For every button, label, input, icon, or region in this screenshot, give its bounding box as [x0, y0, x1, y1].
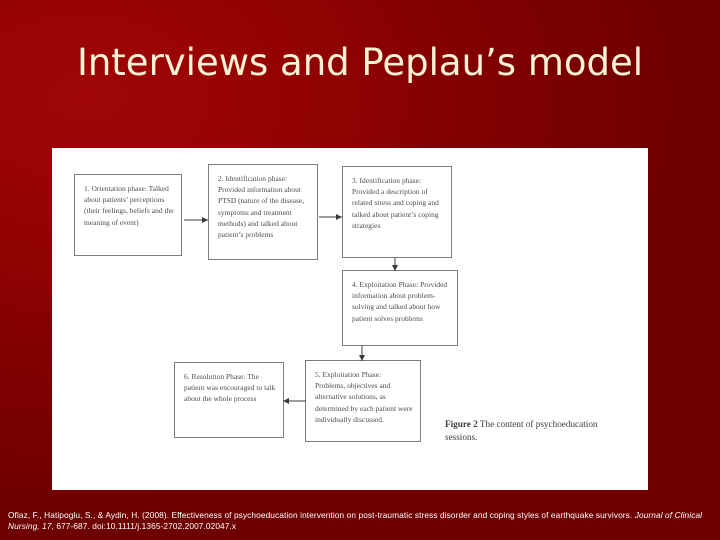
citation-line-1: Oflaz, F., Hatipoglu, S., & Aydin, H. (2… — [8, 510, 594, 520]
arrow-down-icon — [357, 346, 367, 361]
arrow-right-icon — [319, 212, 342, 222]
flow-box-resolution-phase: 6. Resolution Phase: The patient was enc… — [174, 362, 284, 438]
figure-caption: Figure 2 The content of psychoeducation … — [445, 418, 630, 444]
flow-box-identification-phase-3: 3. Identification phase: Provided a desc… — [342, 166, 452, 258]
arrow-left-icon — [283, 396, 306, 406]
flow-box-identification-phase-2: 2. Identification phase: Provided inform… — [208, 164, 318, 260]
citation-line-2-suffix: , 677-687. doi:10.1111/j.1365-2702.2007.… — [51, 521, 237, 532]
flow-box-orientation-phase: 1. Orientation phase: Talked about patie… — [74, 174, 182, 256]
psychoeducation-flowchart: 1. Orientation phase: Talked about patie… — [52, 148, 648, 490]
citation-journal-title: Journal of Clinical Nursing, 17 — [8, 510, 703, 532]
figure-caption-text: The content of psychoeducation sessions. — [445, 419, 598, 442]
page-title: Interviews and Peplau’s model — [76, 41, 644, 84]
citation-line-2-prefix: survivors. — [595, 510, 635, 520]
figure-caption-label: Figure 2 — [445, 419, 478, 429]
arrow-right-icon — [184, 215, 208, 225]
citation-reference: Oflaz, F., Hatipoglu, S., & Aydin, H. (2… — [8, 510, 714, 532]
arrow-down-icon — [390, 258, 400, 271]
figure-panel: 1. Orientation phase: Talked about patie… — [52, 148, 648, 490]
flow-box-exploitation-phase-5: 5. Exploitation Phase: Problems, objecti… — [305, 360, 421, 442]
flow-box-exploitation-phase-4: 4. Exploitation Phase: Provided informat… — [342, 270, 458, 346]
